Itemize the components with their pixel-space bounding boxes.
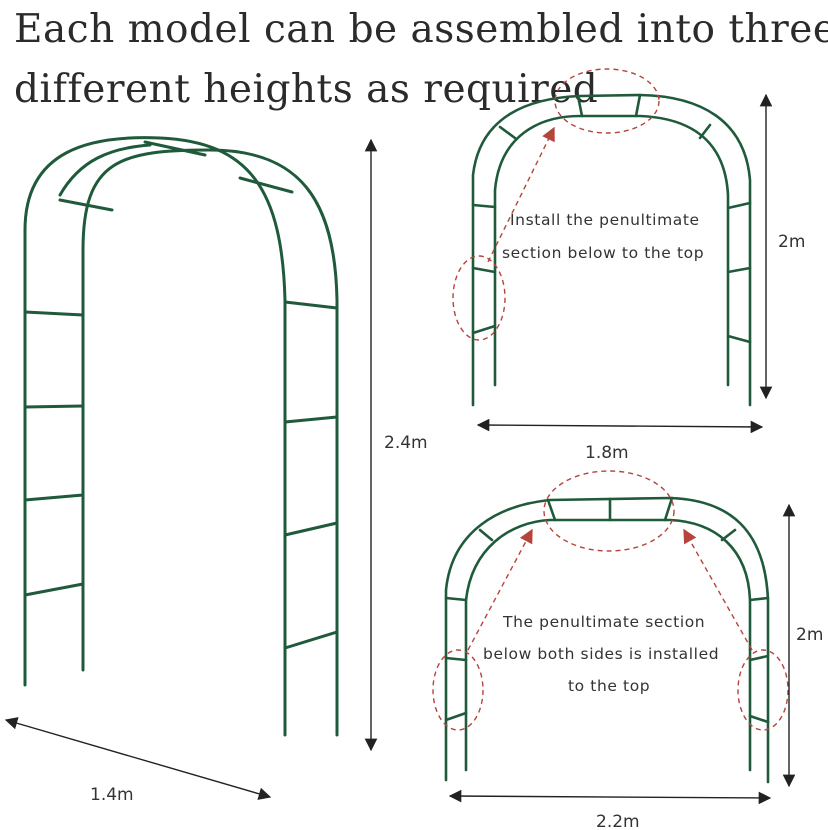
arch-top-right-width-label: 1.8m: [585, 443, 629, 463]
arch-bottom-right-note-line-1: The penultimate section: [502, 613, 705, 631]
arch-top-right-width-arrow: [476, 418, 764, 434]
arch-large-width-arrow: [4, 717, 272, 800]
move-arrow: [487, 126, 555, 263]
arch-bottom-right: [444, 496, 770, 784]
move-arrow-right: [683, 528, 753, 651]
arch-large-front-frame: [23, 136, 287, 737]
arch-top-right-dimensions: 1.8m 2m Install the penultimate section …: [476, 93, 805, 463]
arch-bottom-right-width-label: 2.2m: [596, 812, 640, 830]
highlight-left-section: [432, 649, 484, 731]
arch-top-right: [471, 93, 752, 407]
arch-top-right-inner-frame: [493, 114, 730, 387]
headline-line-2: different heights as required: [14, 67, 599, 112]
arch-bottom-right-dimensions: 2.2m 2m The penultimate section below bo…: [448, 503, 823, 830]
arch-large-height-label: 2.4m: [384, 433, 428, 453]
arch-top-right-note-line-2: section below to the top: [502, 244, 704, 262]
arch-top-right-height-label: 2m: [778, 232, 805, 252]
headline: Each model can be assembled into three d…: [14, 0, 828, 120]
arch-bottom-right-note-line-2: below both sides is installed: [483, 645, 719, 663]
arch-large-dimensions: 1.4m 2.4m: [4, 138, 428, 805]
arch-bottom-right-note-line-3: to the top: [568, 677, 650, 695]
arch-large-rear-frame: [81, 148, 339, 737]
highlight-side-section: [452, 255, 506, 341]
arch-large: [23, 136, 339, 737]
arch-bottom-right-height-label: 2m: [796, 625, 823, 645]
arch-bottom-right-width-arrow: [448, 789, 772, 805]
arch-top-right-highlights: [452, 68, 660, 341]
arch-top-right-note-line-1: Install the penultimate: [510, 211, 700, 229]
headline-line-1: Each model can be assembled into three: [14, 7, 828, 52]
highlight-top-section: [554, 68, 660, 134]
arch-large-inner-arc: [58, 143, 152, 197]
arch-bottom-right-outer-frame: [444, 496, 770, 784]
highlight-right-section: [737, 649, 789, 731]
arch-large-width-label: 1.4m: [90, 785, 134, 805]
highlight-top-section: [543, 470, 675, 552]
move-arrow-left: [467, 528, 533, 651]
